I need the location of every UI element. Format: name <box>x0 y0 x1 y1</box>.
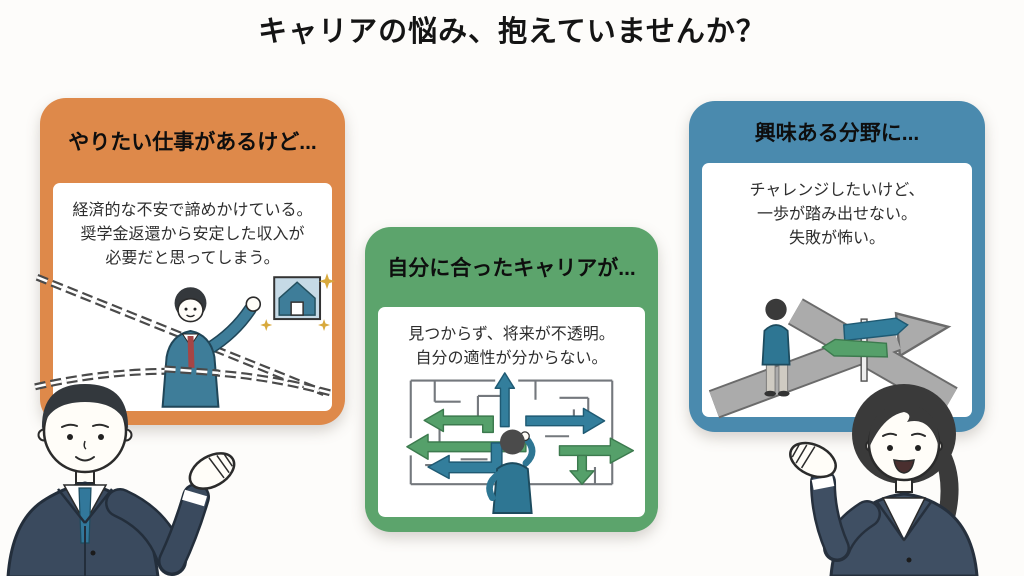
card-job-anxiety: やりたい仕事があるけど... 経済的な不安で諦めかけている。 奨学金返還から安定… <box>34 98 345 425</box>
chains-man-house-illustration <box>34 273 335 408</box>
signpost-icon <box>821 317 909 382</box>
card-fear-of-failure-panel: チャレンジしたいけど、 一歩が踏み出せない。 失敗が怖い。 <box>702 163 972 419</box>
maze-arrows-icon <box>406 372 635 485</box>
maze-arrows-illustration <box>406 372 635 514</box>
card-career-fit-panel: 見つからず、将来が不透明。 自分の適性が分からない。 <box>378 307 645 517</box>
maze-icon <box>409 379 614 486</box>
card-job-anxiety-header: やりたい仕事があるけど... <box>68 130 317 154</box>
presenter-man-illustration <box>6 384 236 576</box>
presenter-woman-illustration <box>789 384 979 576</box>
standing-person-icon <box>761 298 791 397</box>
card-job-anxiety-body: 経済的な不安で諦めかけている。 奨学金返還から安定した収入が 必要だと思ってしま… <box>72 202 313 267</box>
card-career-fit-header: 自分に合ったキャリアが... <box>387 257 636 280</box>
page-title: キャリアの悩み、抱えていませんか？ <box>258 16 766 48</box>
card-fear-of-failure-body: チャレンジしたいけど、 一歩が踏み出せない。 失敗が怖い。 <box>749 182 925 247</box>
card-fear-of-failure-header: 興味ある分野に... <box>754 122 920 145</box>
open-palm-icon <box>789 441 837 479</box>
sparkle-icon <box>260 273 335 332</box>
chained-man-icon <box>161 287 262 408</box>
card-job-anxiety-panel: 経済的な不安で諦めかけている。 奨学金返還から安定した収入が 必要だと思ってしま… <box>34 183 335 411</box>
crossroads-illustration <box>708 298 958 419</box>
house-icon <box>273 276 322 321</box>
card-career-fit: 自分に合ったキャリアが... 見つからず、将来が不透明。 自分の適性が分からない… <box>365 227 658 532</box>
confused-person-icon <box>486 429 536 514</box>
presenter-man-icon <box>6 384 236 576</box>
card-fear-of-failure: 興味ある分野に... チャレンジしたいけど、 一歩が踏み出せない。 失敗が怖い。 <box>689 101 985 432</box>
card-career-fit-body: 見つからず、将来が不透明。 自分の適性が分からない。 <box>408 326 615 367</box>
open-palm-icon <box>188 452 236 490</box>
presenter-woman-icon <box>789 384 979 576</box>
